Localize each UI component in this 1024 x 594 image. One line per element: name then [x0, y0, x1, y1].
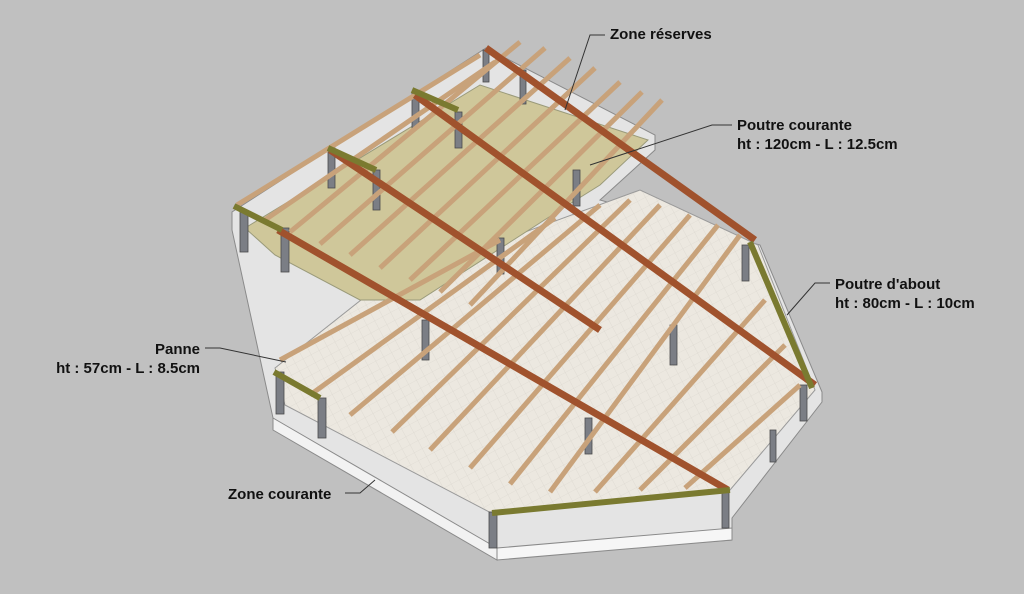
leader-zone-courante [345, 479, 376, 494]
leader-panne [205, 347, 287, 363]
leader-poutre-about [786, 282, 830, 316]
leader-lines [205, 34, 830, 494]
poutres-d-about [232, 87, 815, 516]
poutre-courante-name: Poutre courante [737, 117, 853, 134]
poutre-about-label: Poutre d'about ht : 80cm - L : 10cm [835, 275, 975, 313]
poutre-about-dims: ht : 80cm - L : 10cm [835, 295, 975, 312]
pannes [235, 40, 802, 494]
poutre-courante-label: Poutre courante ht : 120cm - L : 12.5cm [737, 116, 898, 154]
leader-zone-reserves [564, 34, 605, 111]
zone-reserves-label: Zone réserves [610, 25, 712, 44]
zone-reserves-text: Zone réserves [610, 26, 712, 43]
zone-courante-text: Zone courante [228, 486, 332, 503]
zone-courante-label: Zone courante [228, 485, 331, 504]
poutre-about-name: Poutre d'about [835, 276, 941, 293]
panne-label: Panne ht : 57cm - L : 8.5cm [20, 340, 200, 378]
panne-dims: ht : 57cm - L : 8.5cm [56, 360, 200, 377]
poutre-courante-dims: ht : 120cm - L : 12.5cm [737, 136, 898, 153]
poutres-courantes [276, 45, 818, 494]
leader-poutre-courante [589, 124, 732, 166]
panne-name: Panne [154, 341, 200, 358]
